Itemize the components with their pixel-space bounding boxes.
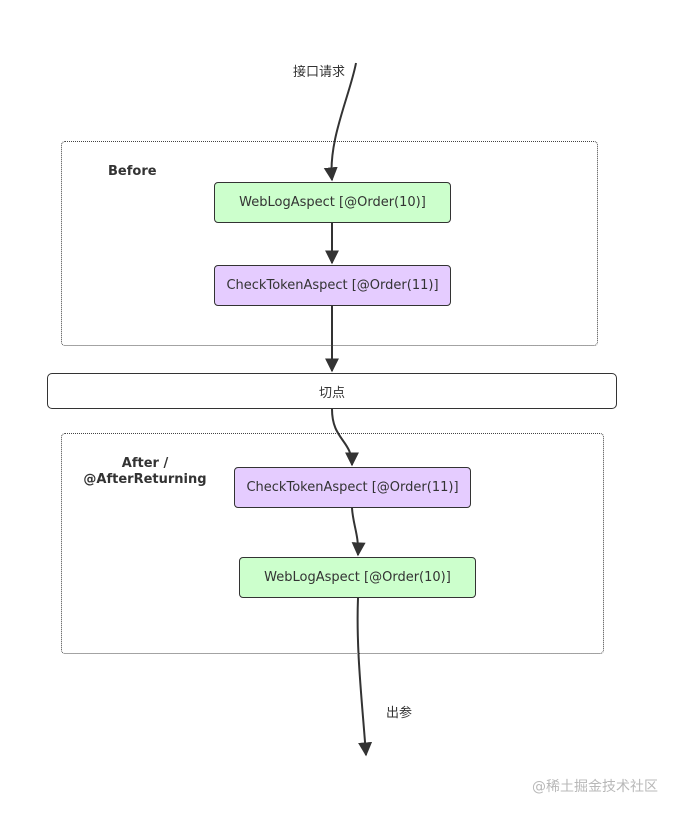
request-label: 接口请求	[293, 65, 346, 80]
before-group-label: Before	[108, 164, 157, 179]
after-checktoken-aspect-node: CheckTokenAspect [@Order(11)]	[234, 467, 471, 508]
before-group	[61, 141, 598, 346]
after-group	[61, 433, 604, 654]
before-weblog-aspect-node: WebLogAspect [@Order(10)]	[214, 182, 451, 223]
after-group-label: After / @AfterReturning	[80, 456, 210, 488]
after-weblog-aspect-node: WebLogAspect [@Order(10)]	[239, 557, 476, 598]
before-checktoken-aspect-node: CheckTokenAspect [@Order(11)]	[214, 265, 451, 306]
after-group-label-line2: @AfterReturning	[83, 472, 207, 487]
after-group-label-line1: After /	[121, 456, 169, 471]
output-label: 出参	[386, 706, 413, 721]
watermark: @稀土掘金技术社区	[532, 779, 658, 795]
pointcut-node: 切点	[47, 373, 617, 409]
